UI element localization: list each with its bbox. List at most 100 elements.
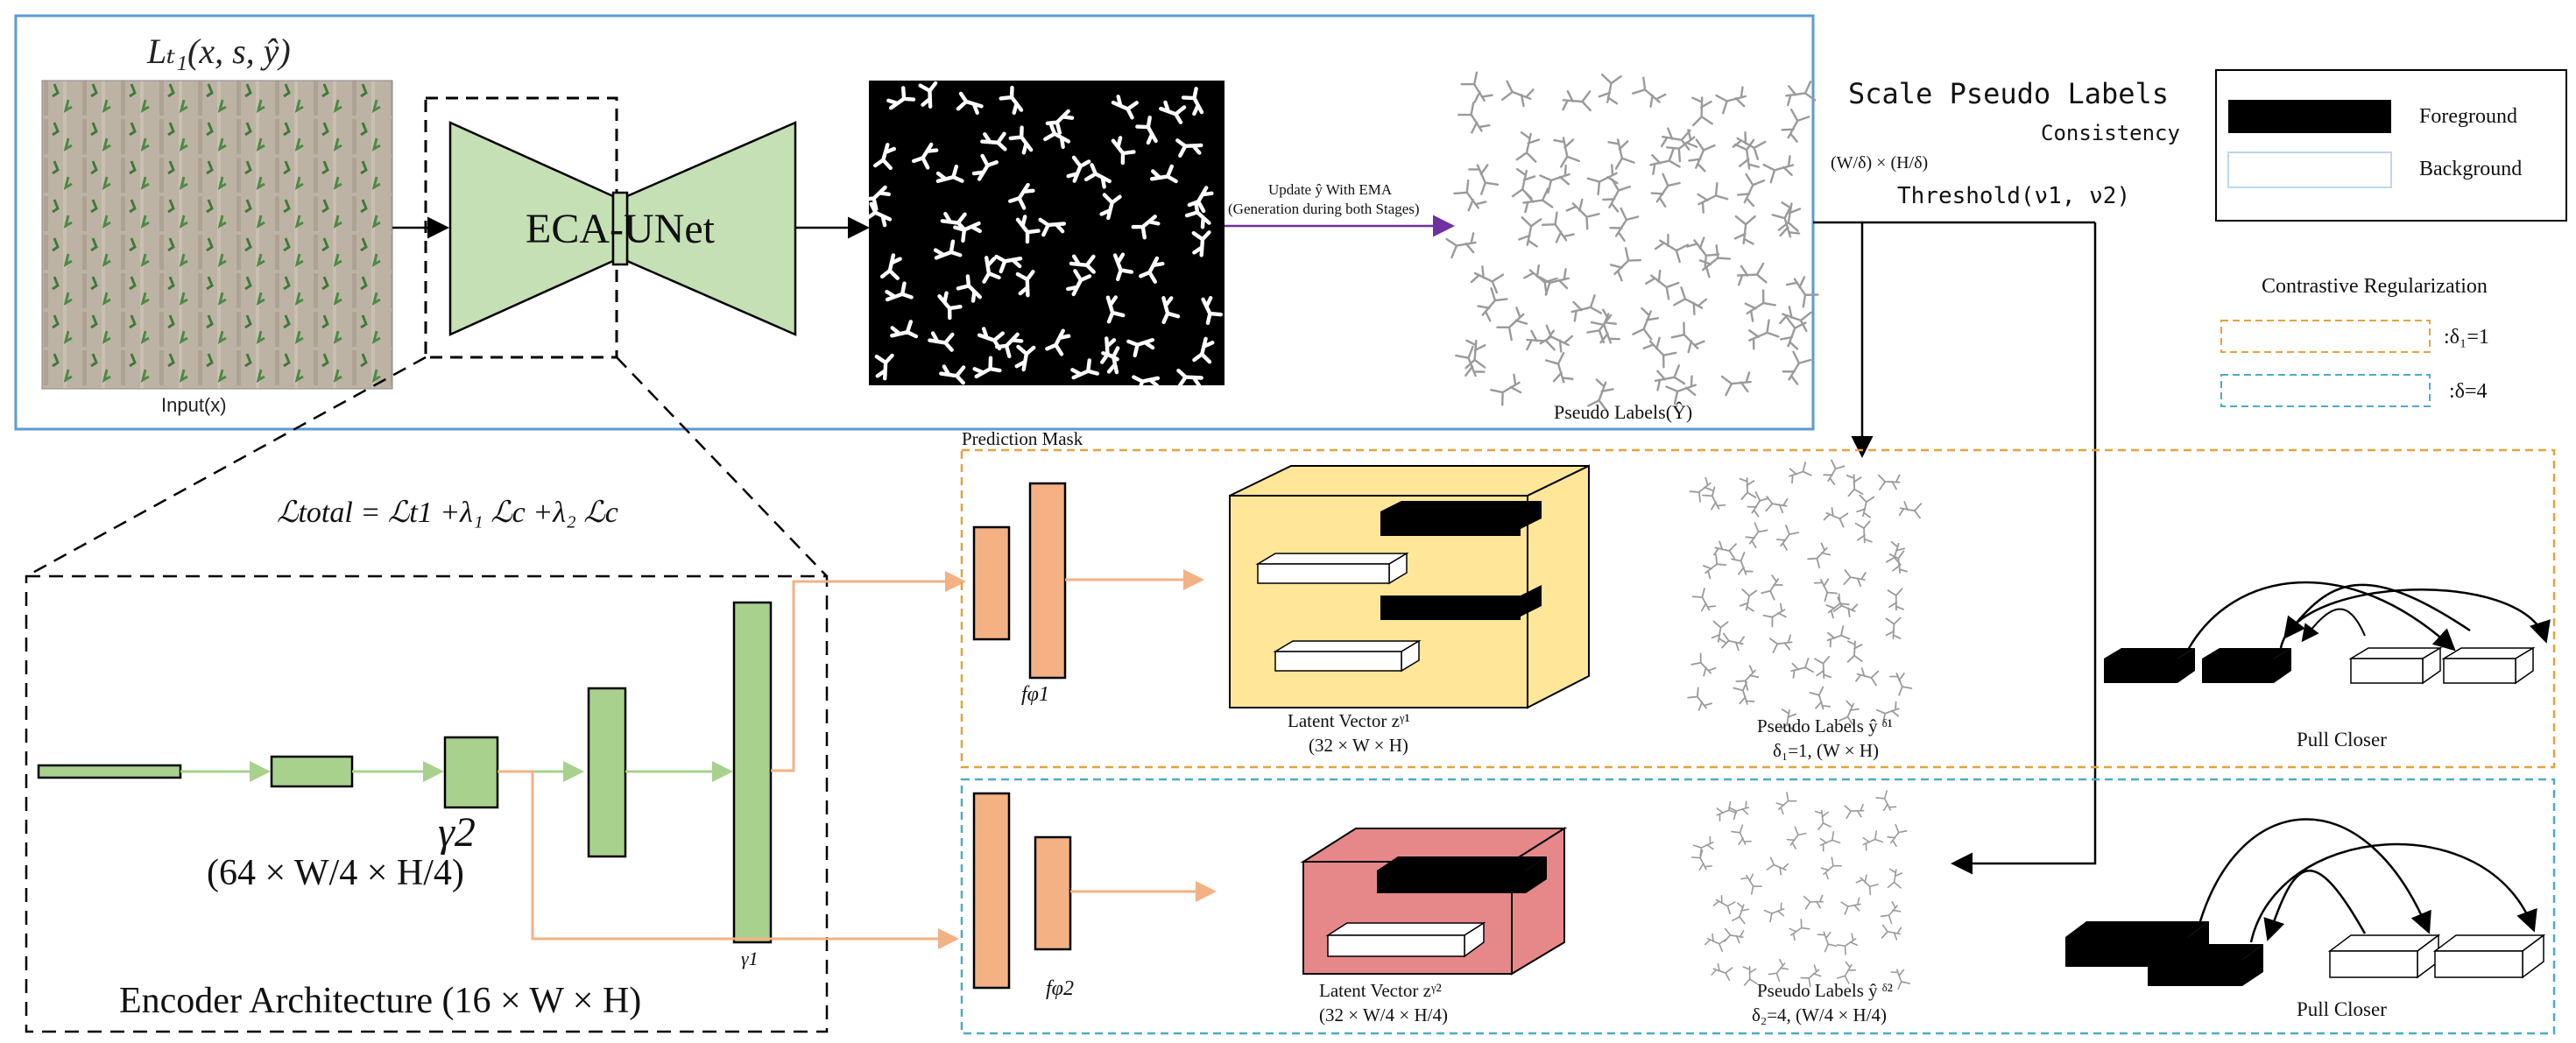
seedling-mark	[1631, 307, 1661, 342]
seedling-mark	[1843, 801, 1867, 821]
seedling-mark	[1887, 668, 1914, 697]
seedling-mark	[1517, 215, 1542, 248]
delta2-swatch	[2220, 374, 2431, 407]
seedling-mark	[1854, 871, 1880, 896]
legend-foreground-label: Foreground	[2419, 105, 2517, 128]
branch1-latent-label: Latent Vector zᵞ¹	[1288, 710, 1410, 731]
pseudo-labels-image	[1444, 70, 1821, 412]
branch1-pseudo-labels-image	[1685, 458, 1923, 732]
seedling-mark	[1660, 127, 1691, 151]
seedling-mark	[1773, 791, 1798, 816]
seedling-mark	[1761, 601, 1790, 629]
seedling-mark	[1812, 807, 1833, 831]
legend-background-swatch	[2227, 152, 2392, 188]
seedling-mark	[1714, 83, 1752, 116]
total-loss-formula: ℒtotal = ℒt1 +λ₁ ℒc +λ₂ ℒc	[277, 497, 618, 529]
encoder-highlight-box	[424, 96, 618, 359]
branch2-latent-dims: (32 × W/4 × H/4)	[1319, 1004, 1448, 1025]
seedling-mark	[1462, 337, 1488, 370]
encoder-block-4	[587, 687, 627, 858]
gamma1-to-branch1-arrow	[771, 571, 966, 772]
seedling-mark	[1787, 656, 1815, 681]
unet-label: ECA-UNet	[526, 206, 716, 252]
seedling-mark	[1768, 957, 1791, 983]
branch2-frame	[960, 778, 2556, 1035]
seedling-mark	[1874, 789, 1899, 815]
seedling-mark	[1782, 78, 1817, 109]
seedling-mark	[1836, 931, 1861, 956]
encoder-block-gamma1	[732, 601, 773, 944]
seedling-mark	[1469, 264, 1505, 294]
seedling-mark	[1739, 588, 1758, 612]
seedling-mark	[1711, 620, 1729, 644]
seedling-mark	[1641, 333, 1678, 370]
branch2-pseudo-label: Pseudo Labels ŷ ᵟ²	[1757, 980, 1893, 1001]
seedling-mark	[1699, 553, 1727, 581]
seedling-mark	[1832, 596, 1859, 619]
seedling-mark	[1719, 368, 1755, 398]
scale-subtitle: Consistency	[2041, 121, 2180, 145]
branch2-pull-closer-label: Pull Closer	[2297, 998, 2387, 1020]
gamma2-label: γ2	[438, 809, 476, 856]
input-field-image	[41, 80, 393, 390]
seedling-mark	[1855, 494, 1875, 518]
seedling-mark	[1515, 130, 1541, 163]
seedling-mark	[1812, 655, 1834, 681]
seedling-mark	[1500, 80, 1535, 109]
seedling-mark	[1689, 475, 1717, 504]
delta1-label: :δ₁=1	[2444, 326, 2489, 349]
seedling-mark	[1465, 159, 1501, 196]
seedling-mark	[1807, 685, 1833, 714]
seedling-mark	[1881, 924, 1902, 941]
seedling-mark	[1540, 210, 1577, 248]
seedling-mark	[1495, 304, 1532, 342]
legend-foreground-swatch	[2228, 100, 2391, 133]
seedling-mark	[1683, 232, 1722, 270]
seedling-mark	[1731, 901, 1751, 925]
seedling-mark	[1538, 161, 1576, 196]
loss-label: Lₜ₁(x, s, ŷ)	[146, 32, 291, 71]
pseudo-labels-caption: Pseudo Labels(Ŷ)	[1554, 401, 1692, 423]
seedling-mark	[1542, 350, 1577, 388]
seedling-mark	[1817, 856, 1843, 881]
prediction-mask-image	[863, 81, 1224, 394]
seedling-mark	[1843, 568, 1867, 588]
seedling-mark	[1803, 892, 1825, 912]
seedling-mark	[1765, 496, 1789, 514]
seedling-mark	[1880, 899, 1903, 926]
seedling-mark	[1511, 167, 1536, 200]
branch1-pull-closer-diagram	[2104, 581, 2551, 685]
seedling-mark	[1712, 540, 1737, 560]
seedling-mark	[1711, 893, 1737, 915]
seedling-mark	[1823, 505, 1849, 528]
seedling-mark	[1456, 101, 1493, 138]
seedling-mark	[1885, 587, 1907, 613]
seedling-mark	[1453, 344, 1488, 383]
seedling-mark	[1784, 460, 1813, 486]
legend-background-label: Background	[2419, 158, 2522, 180]
encoder-title: Encoder Architecture (16 × W × H)	[119, 981, 641, 1021]
scale-dims: (W/δ) × (H/δ)	[1831, 153, 1928, 173]
encoder-block-1	[37, 764, 182, 779]
seedling-mark	[1885, 823, 1908, 849]
seedling-mark	[1784, 825, 1807, 850]
seedling-mark	[1711, 962, 1733, 982]
seedling-mark	[1887, 549, 1910, 576]
seedling-mark	[1444, 229, 1481, 261]
branch1-pseudo-dims: δ₁=1, (W × H)	[1773, 740, 1879, 761]
seedling-mark	[1690, 652, 1719, 680]
seedling-mark	[1704, 932, 1728, 953]
seedling-mark	[1688, 94, 1716, 128]
branch1-proj-block-a	[972, 525, 1011, 641]
seedling-mark	[1598, 73, 1622, 105]
route-to-branch2	[1951, 222, 2097, 875]
seedling-mark	[1823, 624, 1852, 650]
seedling-mark	[1745, 490, 1770, 518]
contrastive-title: Contrastive Regularization	[2262, 275, 2488, 298]
seedling-mark	[1733, 260, 1768, 290]
zoom-line-left	[25, 356, 427, 578]
seedling-mark	[1648, 172, 1682, 209]
seedling-mark	[1690, 849, 1714, 874]
seedling-mark	[1473, 285, 1509, 324]
